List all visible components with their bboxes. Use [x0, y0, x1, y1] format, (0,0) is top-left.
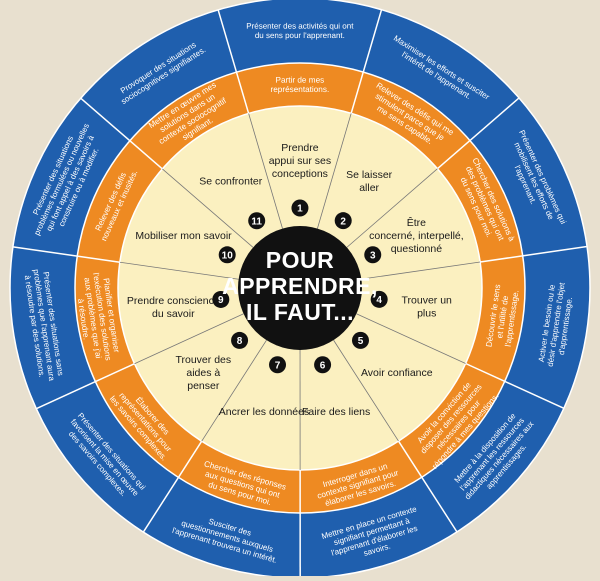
- inner-item-text: conceptions: [272, 168, 328, 180]
- inner-item: Avoir confiance: [361, 367, 433, 379]
- inner-item-text: aides à: [186, 367, 220, 379]
- inner-item-text: Mobiliser mon savoir: [135, 230, 232, 242]
- inner-item: Se confronter: [199, 175, 263, 187]
- number-badge-text: 3: [370, 250, 376, 261]
- inner-item-text: appui sur ses: [269, 155, 331, 167]
- inner-item-text: Trouver un: [402, 295, 453, 307]
- inner-item-text: du savoir: [152, 308, 195, 320]
- center-title-line-1: POUR: [266, 247, 334, 273]
- inner-item-text: questionné: [391, 243, 443, 255]
- inner-item-text: Être: [407, 216, 426, 229]
- inner-item: Mobiliser mon savoir: [135, 230, 232, 242]
- inner-item-text: Prendre: [281, 142, 319, 154]
- center-title-line-3: IL FAUT...: [246, 299, 354, 325]
- number-badge-text: 5: [358, 336, 364, 347]
- number-badge: 8: [231, 332, 248, 349]
- inner-item-text: Avoir confiance: [361, 367, 433, 379]
- inner-item-text: plus: [417, 308, 436, 320]
- number-badge-text: 7: [275, 360, 281, 371]
- inner-item-text: Faire des liens: [302, 406, 370, 418]
- inner-item-text: aller: [359, 182, 379, 194]
- inner-item-text: Se laisser: [346, 169, 393, 181]
- center-title-line-2: APPRENDRE,: [222, 273, 378, 299]
- number-badge-text: 1: [297, 204, 303, 215]
- inner-item-text: Ancrer les données: [219, 406, 309, 418]
- number-badge: 1: [291, 200, 308, 217]
- inner-item-text: penser: [187, 380, 220, 392]
- orange-ring-text: représentations.: [271, 85, 330, 94]
- number-badge: 6: [314, 356, 331, 373]
- number-badge-text: 2: [340, 216, 346, 227]
- inner-item-text: Trouver des: [175, 354, 231, 366]
- number-badge-text: 10: [222, 250, 234, 261]
- number-badge: 5: [352, 332, 369, 349]
- inner-item-text: concerné, interpellé,: [369, 230, 464, 242]
- blue-ring-text: du sens pour l'apprenant.: [255, 31, 345, 40]
- number-badge: 3: [364, 246, 381, 263]
- number-badge-text: 11: [251, 216, 262, 227]
- inner-item: Ancrer les données: [219, 406, 309, 418]
- number-badge: 7: [269, 356, 286, 373]
- number-badge: 11: [248, 212, 265, 229]
- number-badge-text: 8: [237, 336, 243, 347]
- inner-item-text: Prendre conscience: [127, 295, 220, 307]
- orange-ring-text: Partir de mes: [276, 76, 325, 85]
- inner-item-text: Se confronter: [199, 175, 263, 187]
- number-badge: 2: [335, 212, 352, 229]
- number-badge-text: 6: [320, 360, 326, 371]
- blue-ring-text: Présenter des activités qui ont: [246, 22, 354, 31]
- number-badge: 10: [219, 246, 236, 263]
- inner-item: Faire des liens: [302, 406, 370, 418]
